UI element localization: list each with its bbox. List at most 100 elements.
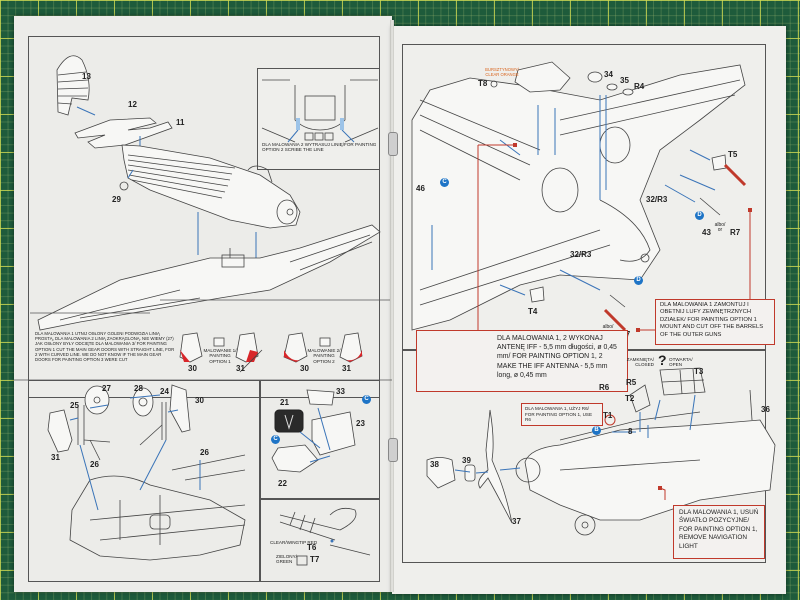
part-number: 32/R3 (646, 195, 668, 204)
paint-badge: C (440, 178, 449, 187)
part-number: R4 (634, 82, 645, 91)
radiator-scoop-22 (271, 444, 319, 473)
part-number: 32/R3 (570, 250, 592, 259)
part-number: 28 (134, 384, 143, 393)
part-number: 22 (278, 479, 287, 488)
r6-note: DLA MALOWANIA 1, UŻYJ R6/ FOR PAINTING O… (521, 403, 603, 426)
navigation-light-note: DLA MALOWANIA 1, USUŃ ŚWIATŁO POZYCYJNE/… (673, 505, 765, 559)
painting-option-2-label: MALOWANIE 2/ PAINTING OPTION 2 (307, 348, 341, 364)
staple (388, 132, 398, 156)
clear-label: CLEAR/WINGTIP RED (270, 540, 318, 545)
part-number: T6 (307, 543, 317, 552)
clear-orange-label: BURSZTYNOWY/ CLEAR ORANGE (485, 67, 519, 78)
canopy-T1 (629, 384, 651, 413)
part-number: 12 (128, 100, 137, 109)
part-number: T7 (310, 555, 320, 564)
part-number: R6 (599, 383, 610, 392)
light-34 (587, 71, 603, 83)
part-number: T3 (694, 367, 704, 376)
part-number: 26 (90, 460, 99, 469)
question-mark: ? (658, 352, 667, 368)
part-number: T4 (528, 307, 538, 316)
paint-badge: C (271, 435, 280, 444)
part-number: R7 (730, 228, 741, 237)
part-number: 23 (356, 419, 365, 428)
green-label: ZIELONY/ GREEN (276, 554, 297, 565)
part-number: 34 (604, 70, 613, 79)
radiator-flap-33 (306, 389, 335, 406)
page-spine (390, 20, 394, 592)
cowling-part (514, 61, 571, 93)
part-39 (464, 464, 476, 482)
part-number: 46 (416, 184, 425, 193)
part-number: 43 (702, 228, 711, 237)
paint-badge: B (592, 426, 601, 435)
part-number: 35 (620, 76, 629, 85)
part-number: 39 (462, 456, 471, 465)
part-number: 37 (512, 517, 521, 526)
part-number: 31 (236, 364, 245, 373)
gear-door-31 (47, 409, 73, 453)
part-number: 8 (628, 427, 633, 436)
gear-door-30 (169, 384, 191, 433)
part-number: T8 (478, 79, 488, 88)
fuselage-side (524, 419, 776, 521)
closed-label: ZAMKNIĘTA/ CLOSED (626, 357, 654, 368)
propeller-37 (478, 409, 513, 524)
painting-option-1-label: MALOWANIE 1/ PAINTING OPTION 1 (203, 348, 237, 364)
wingtip-panel (259, 498, 380, 582)
or-label: albo/ or (714, 222, 726, 234)
part-number: 29 (112, 195, 121, 204)
part-number: 21 (280, 398, 289, 407)
part-number: R5 (626, 378, 637, 387)
scribe-line-caption: DLA MALOWANIA 2 WYTRASUJ LINIĘ/FOR PAINT… (262, 142, 377, 153)
part-number: 38 (430, 460, 439, 469)
radiator-21 (274, 409, 304, 433)
wheel-28 (132, 387, 154, 417)
part-number: T1 (603, 411, 613, 420)
part-number: 27 (102, 384, 111, 393)
gear-door-option-2 (283, 332, 363, 363)
gear-door-note: DLA MALOWANIA 1 UTNIJ OSŁONY GOLENI PODW… (35, 331, 175, 363)
paint-badge: C (362, 395, 371, 404)
tailwheel-part (119, 181, 129, 191)
paint-badge: D (695, 211, 704, 220)
tailplane-part (74, 117, 173, 149)
part-number: 24 (160, 387, 169, 396)
part-number: T5 (728, 150, 738, 159)
staple (388, 438, 398, 462)
part-number: 30 (300, 364, 309, 373)
gear-door-option-1 (179, 332, 263, 373)
radiator-housing-23 (311, 411, 356, 456)
part-number: 25 (70, 401, 79, 410)
part-number: 36 (761, 405, 770, 414)
fuselage-part (121, 144, 301, 229)
part-T4 (529, 286, 545, 303)
part-number: 30 (188, 364, 197, 373)
scribe-line-inset (257, 68, 380, 170)
radiator-panel (259, 380, 380, 500)
part-number: T2 (625, 394, 635, 403)
spinner-38 (426, 457, 456, 489)
part-number: 31 (342, 364, 351, 373)
left-top-panel (28, 36, 380, 398)
part-number: 26 (200, 448, 209, 457)
open-label: OTWARTA/ OPEN (669, 357, 693, 368)
paint-badge: D (634, 276, 643, 285)
wheel-27 (84, 385, 110, 415)
iff-antenna-note: DLA MALOWANIA 1, 2 WYKONAJ ANTENĘ IFF - … (416, 330, 628, 392)
part-number: 31 (51, 453, 60, 462)
part-number: 11 (176, 118, 185, 127)
rudder-part (56, 55, 90, 116)
part-number: 13 (82, 72, 91, 81)
part-number: 33 (336, 387, 345, 396)
canopy-T3 (659, 367, 706, 396)
part-number: 30 (195, 396, 204, 405)
outer-guns-note: DLA MALOWANIA 1 ZAMONTUJ I OBETNIJ LUFY … (655, 299, 775, 345)
